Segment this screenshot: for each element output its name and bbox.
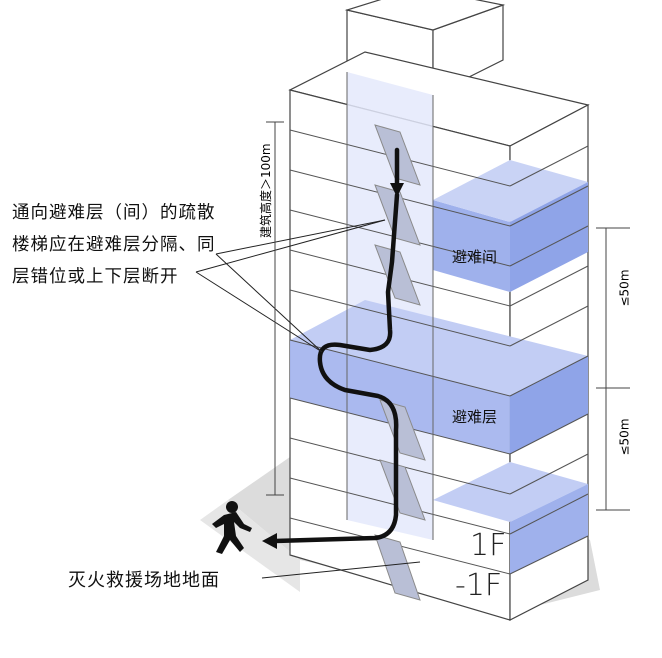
- callout-line-2: 楼梯应在避难层分隔、同: [12, 235, 216, 255]
- basement-floor-label: -1F: [455, 568, 503, 603]
- spacing-upper-label: ≤50m: [617, 269, 632, 307]
- evacuation-path-arrow-left: [262, 533, 277, 549]
- callout-leaders: [195, 219, 421, 579]
- building-height-dimension: [266, 121, 284, 496]
- refuge-room-label: 避难间: [452, 248, 498, 266]
- floor-lines-right: [509, 145, 589, 575]
- evacuation-path: [272, 147, 400, 544]
- running-person-icon: [212, 501, 252, 554]
- ground-floor-tint-right: [510, 484, 588, 574]
- spacing-dimensions: [596, 227, 630, 511]
- refuge-floor-label: 避难层: [452, 408, 498, 426]
- callout-line-3: 层错位或上下层断开: [12, 267, 179, 287]
- shaft-walls: [346, 72, 434, 540]
- spacing-lower-label: ≤50m: [617, 418, 632, 456]
- refuge-room-block: [433, 160, 588, 292]
- refuge-floor-block: [290, 300, 588, 454]
- callout-line-1: 通向避难层（间）的疏散: [12, 203, 216, 223]
- rescue-ground-label: 灭火救援场地地面: [68, 570, 220, 591]
- evacuation-path-arrow-down: [390, 183, 404, 197]
- ground-floor-tint: [433, 462, 588, 522]
- ground-floor-label: 1F: [470, 528, 507, 563]
- stair-requirement-callout: 通向避难层（间）的疏散 楼梯应在避难层分隔、同 层错位或上下层断开: [12, 197, 247, 293]
- building-height-label: 建筑高度＞100m: [259, 143, 273, 238]
